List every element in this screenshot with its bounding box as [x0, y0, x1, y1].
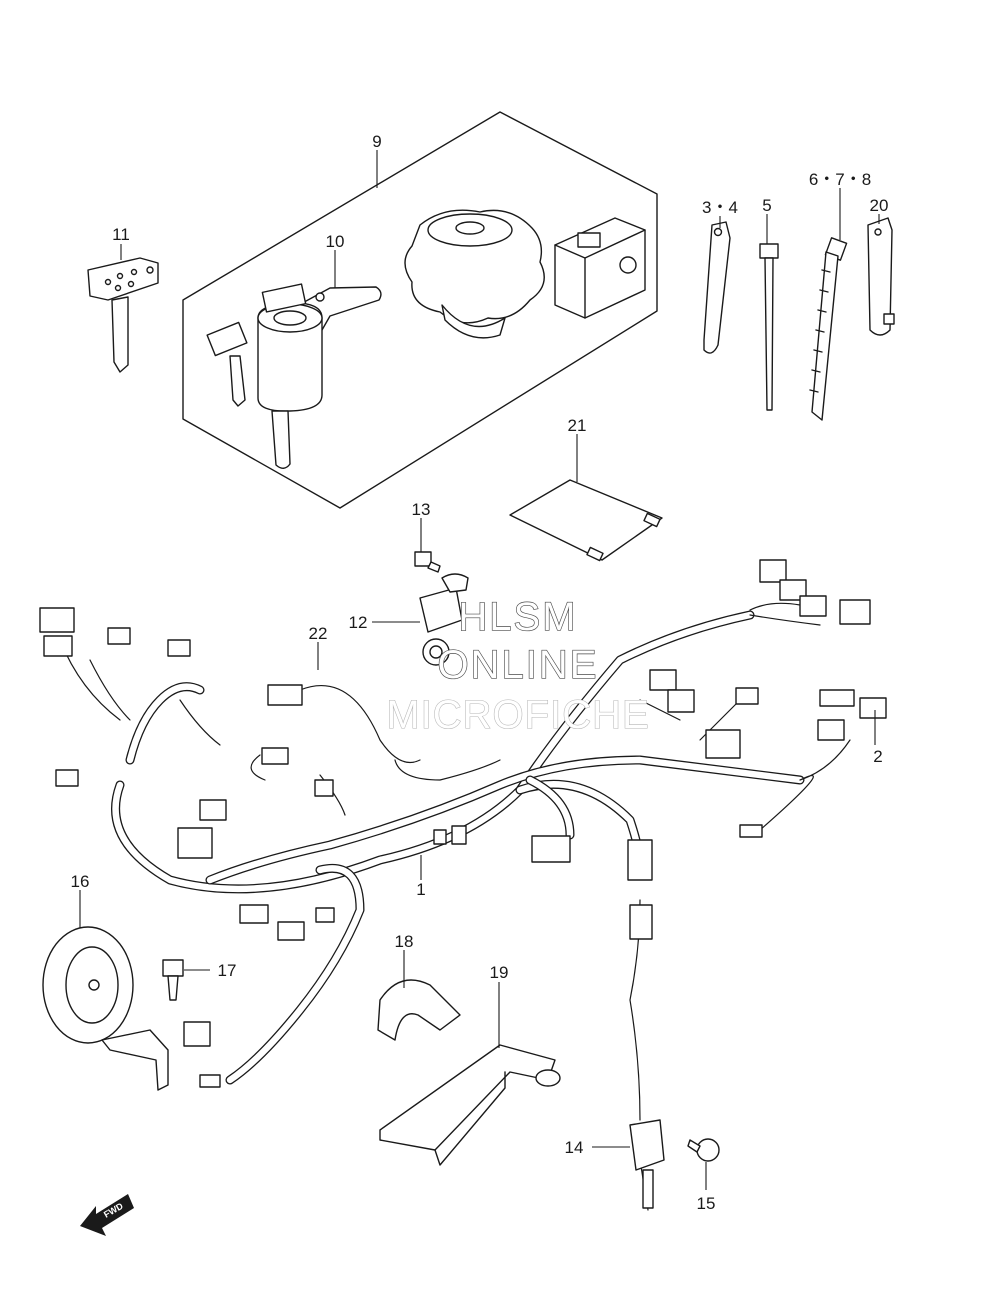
callout-3-4: 3・4 — [702, 198, 738, 217]
watermark-line-2: ONLINE — [438, 643, 599, 687]
bolt-17 — [162, 959, 184, 1001]
sensor-14 — [629, 1119, 665, 1209]
fuel-tank-cap — [404, 209, 545, 339]
callout-17: 17 — [218, 961, 237, 980]
callout-22: 22 — [309, 624, 328, 643]
switch-12 — [419, 573, 469, 666]
lock-set-kit-box — [182, 111, 658, 509]
key — [87, 257, 159, 373]
callout-16: 16 — [71, 872, 90, 891]
sheet-21 — [509, 479, 663, 562]
watermark-line-1: HLSM — [458, 595, 577, 639]
callout-2: 2 — [873, 747, 882, 766]
callout-6-7-8: 6・7・8 — [809, 170, 871, 189]
callout-20: 20 — [870, 196, 889, 215]
cable-tie-5 — [759, 243, 779, 411]
callout-14: 14 — [565, 1138, 584, 1157]
callout-5: 5 — [762, 196, 771, 215]
watermark: HLSM ONLINE MICROFICHE — [386, 594, 649, 737]
cable-tie-6-7-8 — [809, 237, 848, 421]
callout-10: 10 — [326, 232, 345, 251]
watermark-line-3: MICROFICHE — [386, 693, 649, 737]
screw-15 — [687, 1138, 720, 1162]
screw-13 — [414, 551, 441, 573]
callout-18: 18 — [395, 932, 414, 951]
callout-15: 15 — [697, 1194, 716, 1213]
forward-arrow-icon: FWD — [80, 1194, 134, 1236]
callout-11: 11 — [112, 225, 130, 244]
callout-labels: 9 10 11 3・4 5 6・7・8 20 21 13 12 22 2 1 1… — [71, 132, 889, 1213]
ignition-switch — [206, 283, 382, 469]
clamp-20 — [867, 217, 895, 336]
horn — [42, 926, 169, 1091]
harness-connectors — [39, 559, 887, 1088]
callout-1: 1 — [416, 880, 425, 899]
callout-19: 19 — [490, 963, 509, 982]
callout-9: 9 — [372, 132, 381, 151]
leader-lines — [79, 150, 880, 1190]
bracket-19 — [379, 1044, 561, 1166]
clamp-18 — [377, 979, 461, 1041]
wiring-harness — [59, 602, 851, 1211]
cable-clamp-3-4 — [703, 221, 731, 354]
callout-13: 13 — [412, 500, 431, 519]
callout-12: 12 — [349, 613, 368, 632]
seat-lock — [554, 217, 646, 319]
callout-21: 21 — [568, 416, 587, 435]
